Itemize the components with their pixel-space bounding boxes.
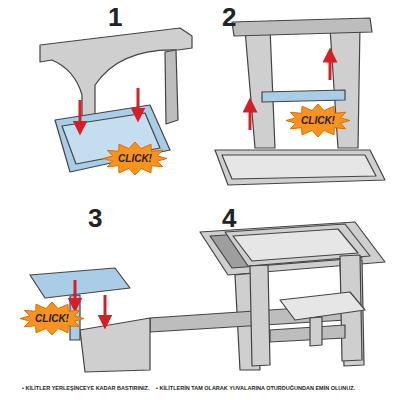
click-burst: CLICK!	[286, 104, 350, 137]
step-number: 2	[222, 4, 236, 30]
burst-outline	[286, 104, 350, 137]
burst-outline	[20, 302, 84, 335]
step-number: 1	[108, 4, 122, 30]
instruction-note: • KİLİTLERİN TAM OLARAK YUVALARINA OTURD…	[156, 386, 355, 392]
burst-label: CLICK!	[286, 115, 350, 126]
step-number: 4	[222, 205, 236, 231]
burst-label: CLICK!	[103, 153, 167, 164]
instruction-note: • KİLİTLER YERLEŞİNCEYE KADAR BASTIRINIZ…	[22, 386, 149, 392]
burst-label: CLICK!	[20, 313, 84, 324]
burst-outline	[103, 142, 167, 175]
step-number: 3	[88, 205, 102, 231]
click-burst: CLICK!	[103, 142, 167, 175]
click-burst: CLICK!	[20, 302, 84, 335]
